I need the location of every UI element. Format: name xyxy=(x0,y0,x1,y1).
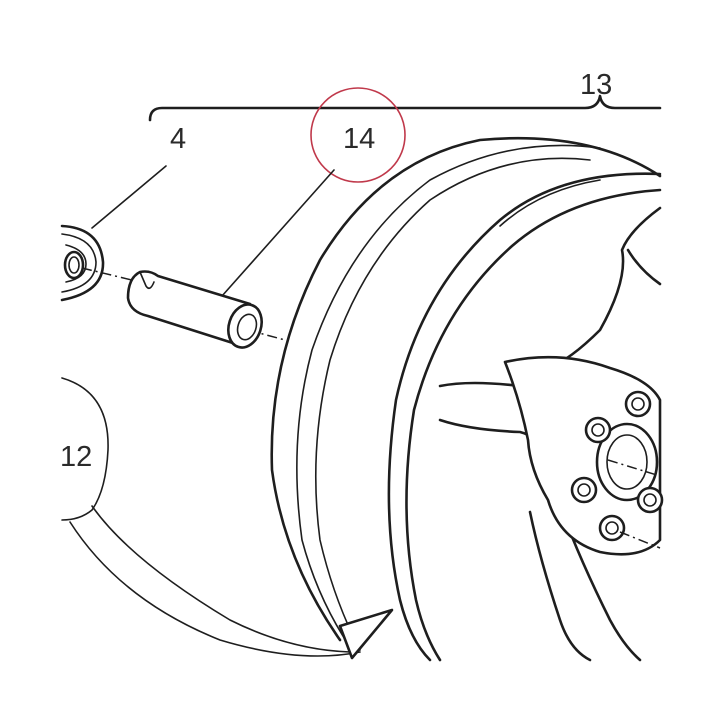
wheel-rim xyxy=(270,136,662,662)
wheel-hub xyxy=(503,355,664,556)
axis-line-left xyxy=(81,267,141,283)
leader-4 xyxy=(91,165,167,229)
detail-12-marker xyxy=(61,377,394,660)
spacer-tube-part xyxy=(126,270,263,349)
assembly-bracket xyxy=(148,94,662,122)
highlight-circle xyxy=(310,87,406,183)
callout-14: 14 xyxy=(343,123,375,155)
callout-13: 13 xyxy=(580,69,612,101)
callout-4: 4 xyxy=(170,123,186,155)
axis-line-hub xyxy=(607,459,661,477)
callout-12: 12 xyxy=(60,441,92,473)
leader-14 xyxy=(221,169,335,297)
bearing-part xyxy=(60,224,105,302)
axis-line-stud xyxy=(619,531,661,549)
